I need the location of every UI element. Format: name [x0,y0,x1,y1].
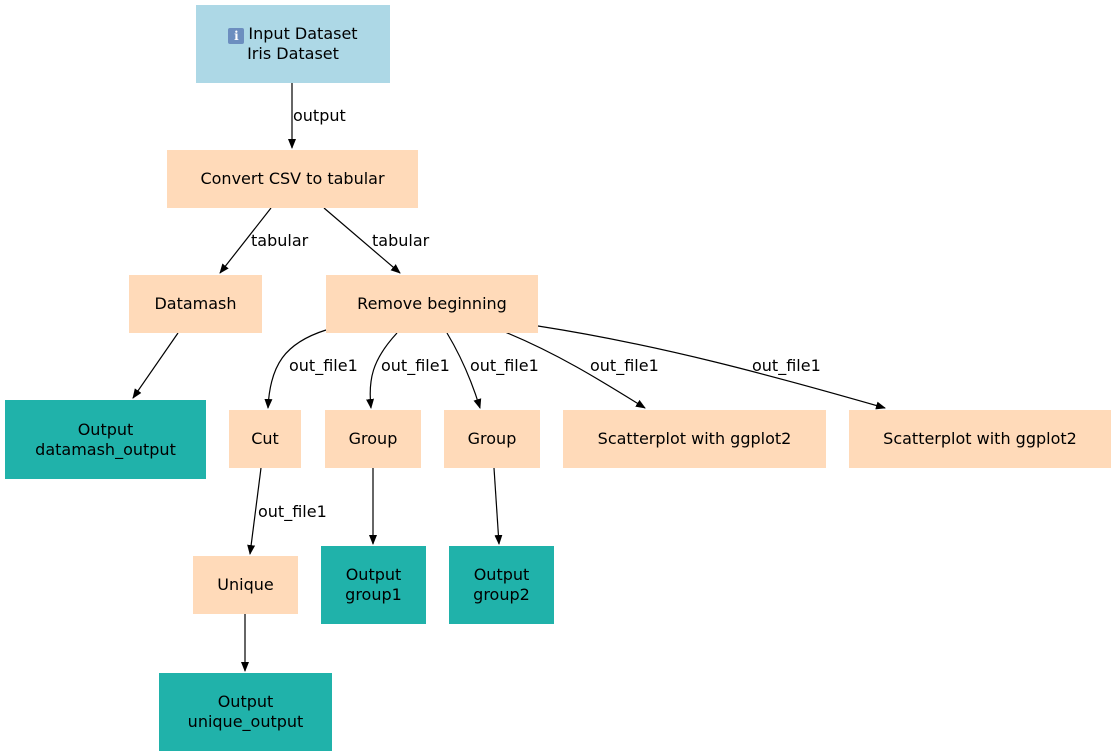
node-label: Group [467,429,517,448]
edge-label: tabular [251,231,309,250]
node-label: Unique [217,575,274,594]
node-group-2[interactable]: Group [444,410,540,468]
edge-datamash-to-out_datamash [132,332,179,399]
edge-cut-to-unique [247,467,262,555]
node-convert-csv[interactable]: Convert CSV to tabular [167,150,418,208]
edge-label: out_file1 [752,356,821,376]
node-label: Remove beginning [357,294,507,313]
node-label: Convert CSV to tabular [200,169,385,188]
edge-label: out_file1 [258,502,327,522]
output-node-title: Output [473,565,530,584]
edge-label: out_file1 [381,356,450,376]
node-output-group2[interactable]: Output group2 [449,546,554,624]
node-remove-beginning[interactable]: Remove beginning [326,275,538,333]
node-unique[interactable]: Unique [193,556,298,614]
node-output-unique[interactable]: Output unique_output [159,673,332,751]
edge-label: out_file1 [470,356,539,376]
node-label: Cut [251,429,279,448]
edge-label: out_file1 [590,356,659,376]
output-node-title: Output [217,692,274,711]
output-node-name: group2 [473,585,530,604]
node-output-datamash[interactable]: Output datamash_output [5,400,206,479]
node-label: Group [348,429,398,448]
edge-label: out_file1 [289,356,358,376]
edge-remove-to-group1 [366,332,398,409]
output-node-name: datamash_output [35,439,176,459]
edge-remove-to-scatter2 [537,325,886,410]
node-scatterplot-1[interactable]: Scatterplot with ggplot2 [563,410,826,468]
output-node-name: unique_output [187,712,304,731]
node-group-1[interactable]: Group [325,410,421,468]
edge-label: output [293,106,346,125]
edge-remove-to-group2 [446,332,482,409]
node-datamash[interactable]: Datamash [129,275,262,333]
edge-convert-to-remove [323,207,401,274]
node-cut[interactable]: Cut [229,410,301,468]
info-icon: i [228,28,245,44]
edge-label: tabular [372,231,430,250]
node-output-group1[interactable]: Output group1 [321,546,426,624]
edge-remove-to-scatter1 [499,329,646,409]
input-node-name: Iris Dataset [247,44,339,63]
output-node-name: group1 [345,585,402,604]
node-label: Scatterplot with ggplot2 [883,429,1077,448]
output-node-title: Output [77,419,134,439]
edge-group2-to-out_group2 [493,467,503,545]
edge-remove-to-cut [264,329,327,409]
node-scatterplot-2[interactable]: Scatterplot with ggplot2 [849,410,1111,468]
edge-convert-to-datamash [219,207,272,274]
node-label: Datamash [154,294,237,313]
output-node-title: Output [345,565,402,584]
node-label: Scatterplot with ggplot2 [597,429,792,448]
input-node-title: Input Dataset [248,24,358,43]
